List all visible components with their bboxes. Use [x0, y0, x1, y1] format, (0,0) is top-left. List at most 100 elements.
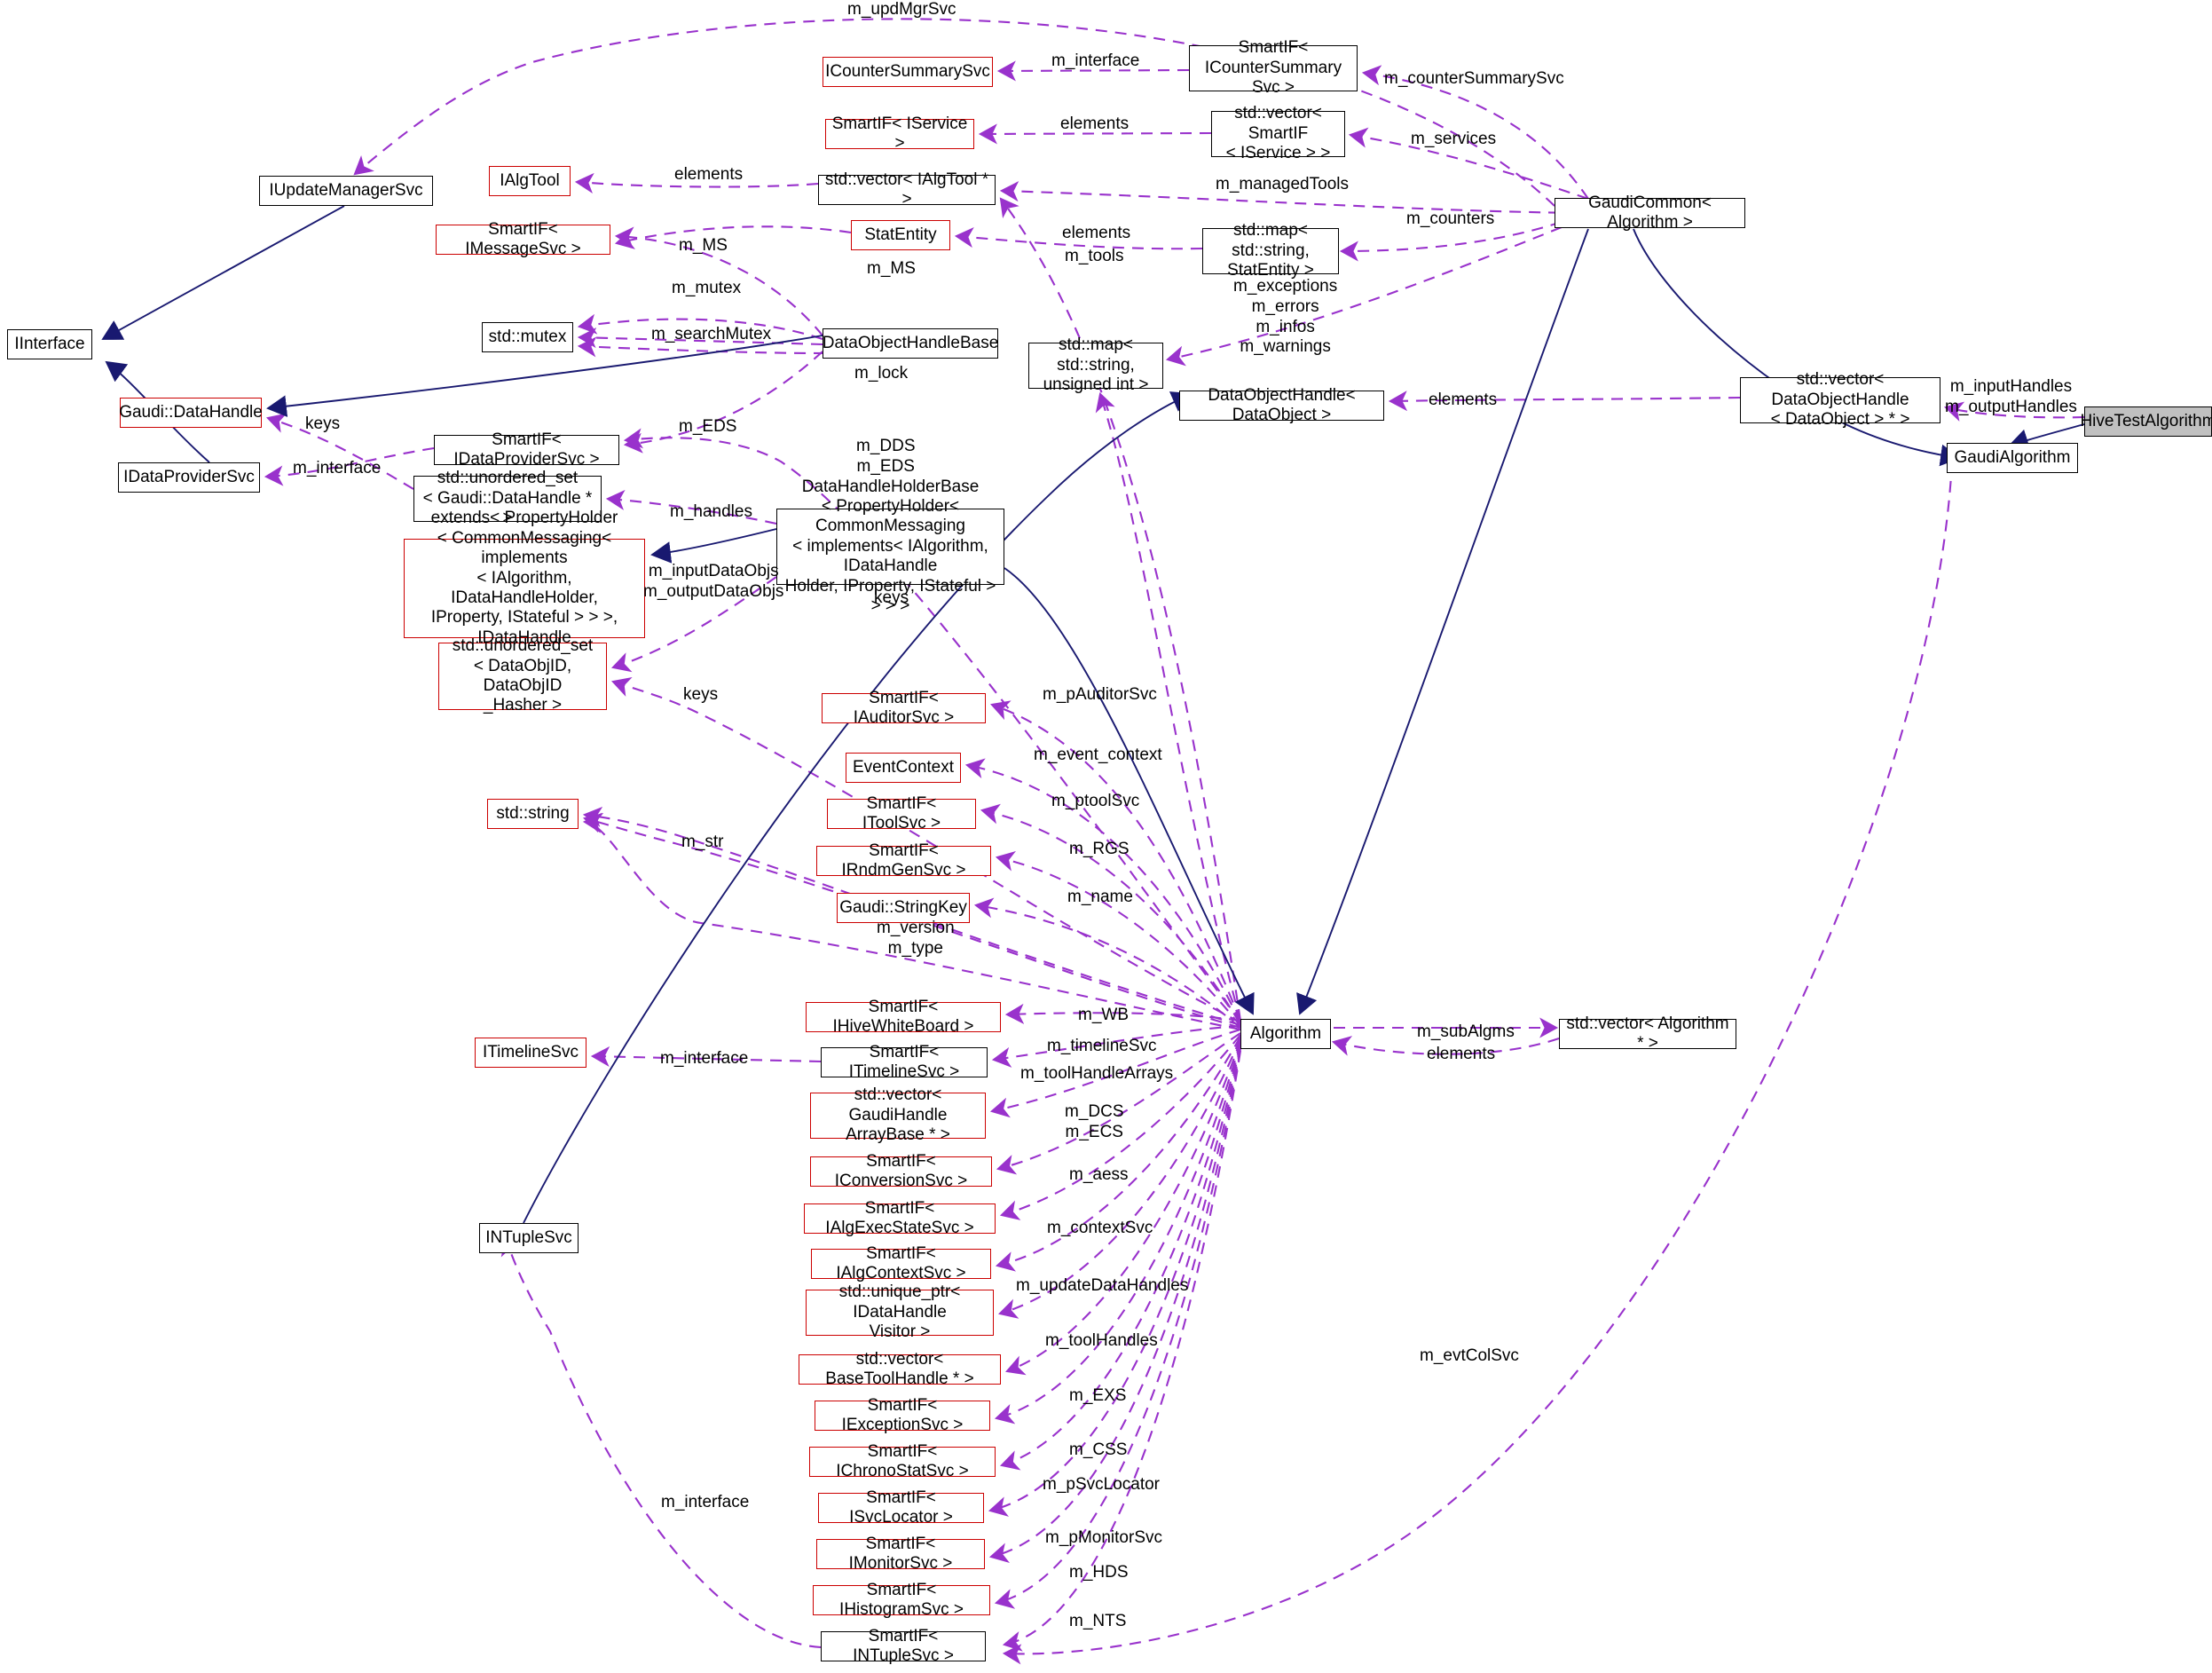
edge-label-l_DCS_ECS: m_DCS m_ECS — [1065, 1102, 1124, 1141]
edge-label-l_elements_2: elements — [674, 165, 744, 184]
class-node-extends_PropertyHolder[interactable]: extends< PropertyHolder < CommonMessagin… — [404, 509, 645, 667]
edge-label-l_event_context: m_event_context — [1034, 746, 1162, 764]
edge-label-l_MS_2: m_MS — [867, 259, 916, 278]
class-node-SmartIF_IMonitorSvc[interactable]: SmartIF< IMonitorSvc > — [816, 1535, 985, 1573]
class-node-unique_ptr_IDataHandleVisitor[interactable]: std::unique_ptr< IDataHandle Visitor > — [806, 1282, 994, 1341]
edge-label-l_counterSummarySvc: m_counterSummarySvc — [1384, 69, 1564, 88]
class-node-SmartIF_IAlgContextSvc[interactable]: SmartIF< IAlgContextSvc > — [811, 1244, 991, 1282]
class-node-vector_IAlgTool[interactable]: std::vector< IAlgTool * > — [818, 170, 996, 209]
class-node-ITimelineSvc[interactable]: ITimelineSvc — [475, 1038, 586, 1068]
edge-label-l_RGS: m_RGS — [1069, 840, 1130, 858]
class-node-SmartIF_IConversionSvc[interactable]: SmartIF< IConversionSvc > — [810, 1152, 992, 1190]
class-node-DataHandleHolderBase[interactable]: DataHandleHolderBase < PropertyHolder< C… — [776, 477, 1004, 615]
edge-label-l_aess: m_aess — [1069, 1165, 1129, 1184]
edge-label-l_subAlgms: m_subAlgms — [1417, 1022, 1515, 1041]
class-node-DataObjectHandle_DataObject[interactable]: DataObjectHandle< DataObject > — [1179, 386, 1384, 424]
class-node-SmartIF_IDataProviderSvc[interactable]: SmartIF< IDataProviderSvc > — [434, 430, 619, 469]
class-node-SmartIF_INTupleSvc[interactable]: SmartIF< INTupleSvc > — [821, 1627, 986, 1665]
edge-label-l_NTS: m_NTS — [1069, 1612, 1127, 1630]
edge-label-l_lock: m_lock — [854, 364, 909, 383]
edge-label-l_elements_5: elements — [1427, 1045, 1496, 1063]
class-node-SmartIF_IToolSvc[interactable]: SmartIF< IToolSvc > — [827, 794, 976, 833]
class-node-SmartIF_IAlgExecStateSvc[interactable]: SmartIF< IAlgExecStateSvc > — [804, 1199, 996, 1237]
edge-label-l_ptoolSvc: m_ptoolSvc — [1051, 792, 1140, 810]
class-node-SmartIF_ITimelineSvc[interactable]: SmartIF< ITimelineSvc > — [821, 1043, 988, 1081]
edge-label-l_excGroup: m_exceptions m_errors m_infos m_warnings — [1233, 277, 1338, 357]
edge-label-l_searchMutex: m_searchMutex — [651, 325, 772, 343]
edge-label-l_interface_1: m_interface — [1051, 51, 1140, 70]
class-node-GaudiStringKey[interactable]: Gaudi::StringKey — [837, 893, 970, 923]
edge-label-l_counters: m_counters — [1406, 209, 1495, 228]
edge-label-l_keys_3: keys — [683, 685, 719, 704]
class-node-SmartIF_IHiveWhiteBoard[interactable]: SmartIF< IHiveWhiteBoard > — [806, 998, 1001, 1036]
class-node-map_string_uint[interactable]: std::map< std::string, unsigned int > — [1028, 335, 1163, 394]
edge-label-l_interface_2: m_interface — [293, 459, 382, 477]
edge-label-l_evtColSvc: m_evtColSvc — [1420, 1346, 1519, 1365]
class-node-std_mutex[interactable]: std::mutex — [482, 322, 573, 352]
class-node-SmartIF_IService[interactable]: SmartIF< IService > — [825, 114, 974, 153]
class-node-SmartIF_IHistogramSvc[interactable]: SmartIF< IHistogramSvc > — [813, 1581, 990, 1619]
class-node-SmartIF_IAuditorSvc[interactable]: SmartIF< IAuditorSvc > — [822, 689, 986, 727]
class-node-IUpdateManagerSvc[interactable]: IUpdateManagerSvc — [259, 176, 433, 206]
edge-label-l_elements_4: elements — [1429, 391, 1498, 409]
class-node-IAlgTool[interactable]: IAlgTool — [489, 166, 571, 196]
class-node-GaudiCommon_Algorithm[interactable]: GaudiCommon< Algorithm > — [1555, 193, 1745, 232]
class-node-StatEntity[interactable]: StatEntity — [851, 220, 950, 250]
class-node-GaudiAlgorithm[interactable]: GaudiAlgorithm — [1947, 443, 2078, 473]
edge-label-l_mutex: m_mutex — [672, 279, 742, 297]
edge-label-l_contextSvc: m_contextSvc — [1047, 1219, 1153, 1237]
edge-label-l_pSvcLocator: m_pSvcLocator — [1043, 1475, 1161, 1494]
edge-label-l_keys_1: keys — [305, 414, 341, 433]
class-node-std_string[interactable]: std::string — [487, 799, 579, 829]
edge-label-l_DDS_EDS: m_DDS m_EDS — [856, 437, 916, 476]
edge-label-l_WB: m_WB — [1078, 1006, 1129, 1024]
class-node-vector_DataObjectHandle[interactable]: std::vector< DataObjectHandle < DataObje… — [1740, 370, 1940, 429]
edge-label-l_name: m_name — [1067, 888, 1133, 906]
edge-label-l_inputDataObjs: m_inputDataObjs m_outputDataObjs — [643, 562, 784, 601]
edge-label-l_interface_3: m_interface — [660, 1049, 749, 1068]
class-node-SmartIF_ISvcLocator[interactable]: SmartIF< ISvcLocator > — [818, 1488, 984, 1527]
class-node-SmartIF_ICounterSummarySvc[interactable]: SmartIF< ICounterSummary Svc > — [1189, 38, 1358, 97]
class-node-vector_Algorithm[interactable]: std::vector< Algorithm * > — [1559, 1014, 1736, 1053]
edge-label-l_str: m_str — [681, 833, 724, 851]
edge-label-l_version_type: m_version m_type — [877, 919, 955, 958]
edge-label-l_CSS: m_CSS — [1069, 1440, 1128, 1459]
class-node-unordered_set_DataObjID[interactable]: std::unordered_set < DataObjID, DataObjI… — [438, 636, 607, 714]
edge-label-l_pAuditorSvc: m_pAuditorSvc — [1043, 685, 1157, 704]
edge-label-l_elements_3: elements — [1062, 224, 1131, 242]
edge-label-l_inputHandles: m_inputHandles m_outputHandles — [1945, 377, 2077, 416]
class-node-INTupleSvc[interactable]: INTupleSvc — [479, 1223, 579, 1253]
class-node-vector_BaseToolHandle[interactable]: std::vector< BaseToolHandle * > — [799, 1350, 1001, 1388]
class-node-Algorithm[interactable]: Algorithm — [1240, 1019, 1331, 1049]
edge-label-l_updMgrSvc: m_updMgrSvc — [847, 0, 956, 19]
class-node-IInterface[interactable]: IInterface — [7, 329, 92, 359]
class-node-EventContext[interactable]: EventContext — [846, 753, 961, 783]
edge-label-l_handles: m_handles — [670, 502, 752, 521]
edge-label-l_MS_1: m_MS — [679, 236, 728, 255]
edge-label-l_EDS_1: m_EDS — [679, 417, 737, 436]
class-node-SmartIF_IChronoStatSvc[interactable]: SmartIF< IChronoStatSvc > — [809, 1442, 996, 1480]
class-node-DataObjectHandleBase[interactable]: DataObjectHandleBase — [823, 328, 998, 359]
class-node-vector_SmartIF_IService[interactable]: std::vector< SmartIF < IService > > — [1211, 104, 1345, 162]
edge-label-l_interface_4: m_interface — [661, 1493, 750, 1511]
class-node-SmartIF_IMessageSvc[interactable]: SmartIF< IMessageSvc > — [436, 220, 610, 258]
class-node-IDataProviderSvc[interactable]: IDataProviderSvc — [118, 462, 260, 493]
edge-label-l_services: m_services — [1411, 130, 1497, 148]
edge-label-l_toolHandles: m_toolHandles — [1045, 1331, 1158, 1350]
edge-label-l_elements_1: elements — [1060, 114, 1130, 133]
edge-label-l_toolHandleArrays: m_toolHandleArrays — [1020, 1064, 1174, 1083]
edge-label-l_timelineSvc: m_timelineSvc — [1047, 1037, 1157, 1055]
edge-label-l_managedTools: m_managedTools — [1216, 175, 1349, 193]
class-node-HiveTestAlgorithm[interactable]: HiveTestAlgorithm — [2080, 406, 2212, 437]
class-node-vector_GaudiHandleArrayBase[interactable]: std::vector< GaudiHandle ArrayBase * > — [810, 1085, 986, 1144]
class-node-ICounterSummarySvc[interactable]: ICounterSummarySvc — [823, 57, 993, 87]
class-node-SmartIF_IExceptionSvc[interactable]: SmartIF< IExceptionSvc > — [815, 1396, 990, 1434]
class-node-SmartIF_IRndmGenSvc[interactable]: SmartIF< IRndmGenSvc > — [816, 841, 991, 880]
edge-label-l_pMonitorSvc: m_pMonitorSvc — [1045, 1528, 1162, 1547]
edge-label-l_HDS: m_HDS — [1069, 1563, 1129, 1582]
class-node-map_string_StatEntity[interactable]: std::map< std::string, StatEntity > — [1202, 221, 1339, 280]
edge-label-l_tools: m_tools — [1065, 247, 1124, 265]
class-node-GaudiDataHandle[interactable]: Gaudi::DataHandle — [119, 398, 263, 428]
